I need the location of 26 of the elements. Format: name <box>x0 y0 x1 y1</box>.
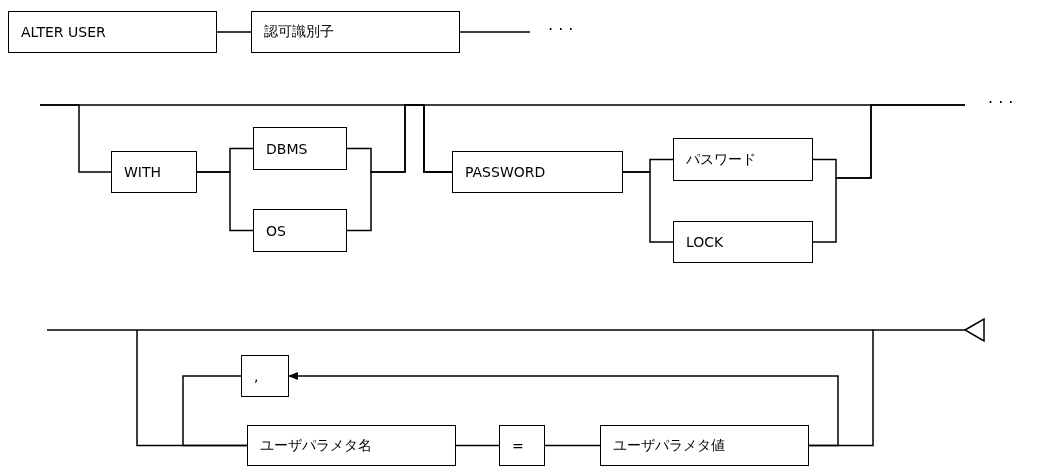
terminated-line <box>808 318 985 447</box>
syntax-box: , <box>241 355 289 397</box>
syntax-box: LOCK <box>673 221 813 263</box>
connector-line <box>182 375 248 447</box>
syntax-box: OS <box>253 209 347 252</box>
connector-line <box>544 444 601 447</box>
connector-line <box>46 329 874 447</box>
connector-line <box>622 171 674 243</box>
syntax-box: パスワード <box>673 138 813 181</box>
connector-line <box>455 444 500 447</box>
syntax-box: DBMS <box>253 127 347 170</box>
syntax-box: ユーザパラメタ名 <box>247 425 456 466</box>
connector-line <box>459 31 531 33</box>
syntax-box: WITH <box>111 151 197 193</box>
syntax-box: PASSWORD <box>452 151 623 193</box>
syntax-box: ユーザパラメタ値 <box>600 425 809 466</box>
connector-line <box>812 104 966 243</box>
continuation-mark: · · · <box>988 93 1014 112</box>
arrow <box>288 372 839 447</box>
syntax-box: ALTER USER <box>8 11 217 53</box>
continuation-mark: · · · <box>548 20 574 39</box>
connector-line <box>196 171 254 232</box>
syntax-box: = <box>499 425 545 466</box>
syntax-box: 認可識別子 <box>251 11 460 53</box>
connector-line <box>216 31 252 33</box>
connector-line <box>39 104 872 173</box>
